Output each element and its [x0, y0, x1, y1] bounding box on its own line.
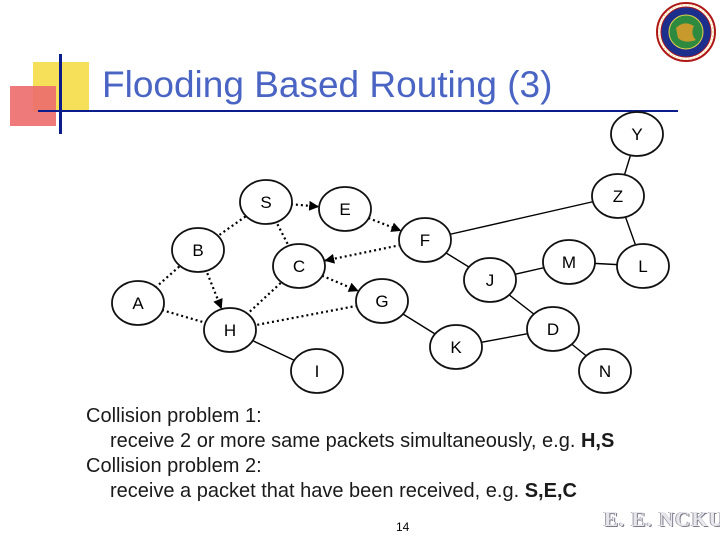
- deco-horizontal-line: [38, 110, 678, 112]
- collision-problem-2-example: S,E,C: [524, 480, 577, 502]
- node-y-circle: [610, 111, 664, 157]
- node-h-label: H: [224, 321, 236, 340]
- node-h-circle: [203, 307, 257, 353]
- node-g-circle: [355, 278, 409, 324]
- edge-s-b: [197, 201, 267, 251]
- node-g: G: [355, 278, 409, 324]
- node-f-circle: [398, 217, 452, 263]
- node-g-label: G: [375, 292, 388, 311]
- node-y: Y: [610, 111, 664, 157]
- node-e: E: [318, 186, 372, 232]
- node-y-label: Y: [631, 125, 642, 144]
- deco-red-square: [10, 86, 56, 126]
- node-c-circle: [272, 243, 326, 289]
- node-b-circle: [171, 227, 225, 273]
- collision-problem-2-description: receive a packet that have been received…: [110, 480, 525, 502]
- node-l-label: L: [638, 257, 647, 276]
- node-c: C: [272, 243, 326, 289]
- node-n-label: N: [599, 362, 611, 381]
- node-j: J: [463, 257, 517, 303]
- node-k: K: [429, 324, 483, 370]
- node-n: N: [578, 348, 632, 394]
- node-b-label: B: [192, 241, 203, 260]
- node-a-circle: [111, 280, 165, 326]
- node-k-circle: [429, 324, 483, 370]
- node-d-circle: [526, 306, 580, 352]
- node-l-circle: [616, 243, 670, 289]
- node-l: L: [616, 243, 670, 289]
- node-s-circle: [239, 179, 293, 225]
- node-m: M: [542, 239, 596, 285]
- node-a: A: [111, 280, 165, 326]
- node-m-circle: [542, 239, 596, 285]
- node-n-circle: [578, 348, 632, 394]
- collision-problem-1-example: H,S: [580, 430, 615, 452]
- node-z-label: Z: [613, 187, 623, 206]
- deco-vertical-line: [59, 54, 62, 134]
- node-e-label: E: [339, 200, 350, 219]
- node-b: B: [171, 227, 225, 273]
- node-j-circle: [463, 257, 517, 303]
- network-diagram: S E Y Z F B C J M L A G H D K I N: [111, 111, 670, 394]
- node-f: F: [398, 217, 452, 263]
- collision-notes: Collision problem 1: receive 2 or more s…: [86, 404, 614, 504]
- page-number: 14: [396, 520, 410, 534]
- collision-problem-1-description: receive 2 or more same packets simultane…: [110, 430, 581, 452]
- collision-problem-1-text: receive 2 or more same packets simultane…: [86, 429, 614, 454]
- collision-problem-1-heading: Collision problem 1:: [86, 405, 262, 427]
- node-h: H: [203, 307, 257, 353]
- node-i: I: [290, 348, 344, 394]
- node-i-circle: [290, 348, 344, 394]
- node-d-label: D: [547, 320, 559, 339]
- node-c-label: C: [293, 257, 305, 276]
- node-k-label: K: [450, 338, 462, 357]
- node-z-circle: [591, 173, 645, 219]
- collision-problem-2-text: receive a packet that have been received…: [86, 479, 614, 504]
- node-j-label: J: [486, 271, 495, 290]
- node-a-label: A: [132, 294, 144, 313]
- slide-title: Flooding Based Routing (3): [102, 64, 553, 105]
- node-s-label: S: [260, 193, 271, 212]
- node-e-circle: [318, 186, 372, 232]
- node-f-label: F: [420, 231, 430, 250]
- node-s: S: [239, 179, 293, 225]
- node-d: D: [526, 306, 580, 352]
- university-logo: [656, 2, 716, 62]
- node-m-label: M: [562, 253, 576, 272]
- collision-problem-2-heading: Collision problem 2:: [86, 455, 262, 477]
- node-i-label: I: [315, 362, 320, 381]
- edge-f-z: [424, 195, 619, 241]
- watermark-ee-ncku: E. E. NCKU: [604, 507, 720, 531]
- node-z: Z: [591, 173, 645, 219]
